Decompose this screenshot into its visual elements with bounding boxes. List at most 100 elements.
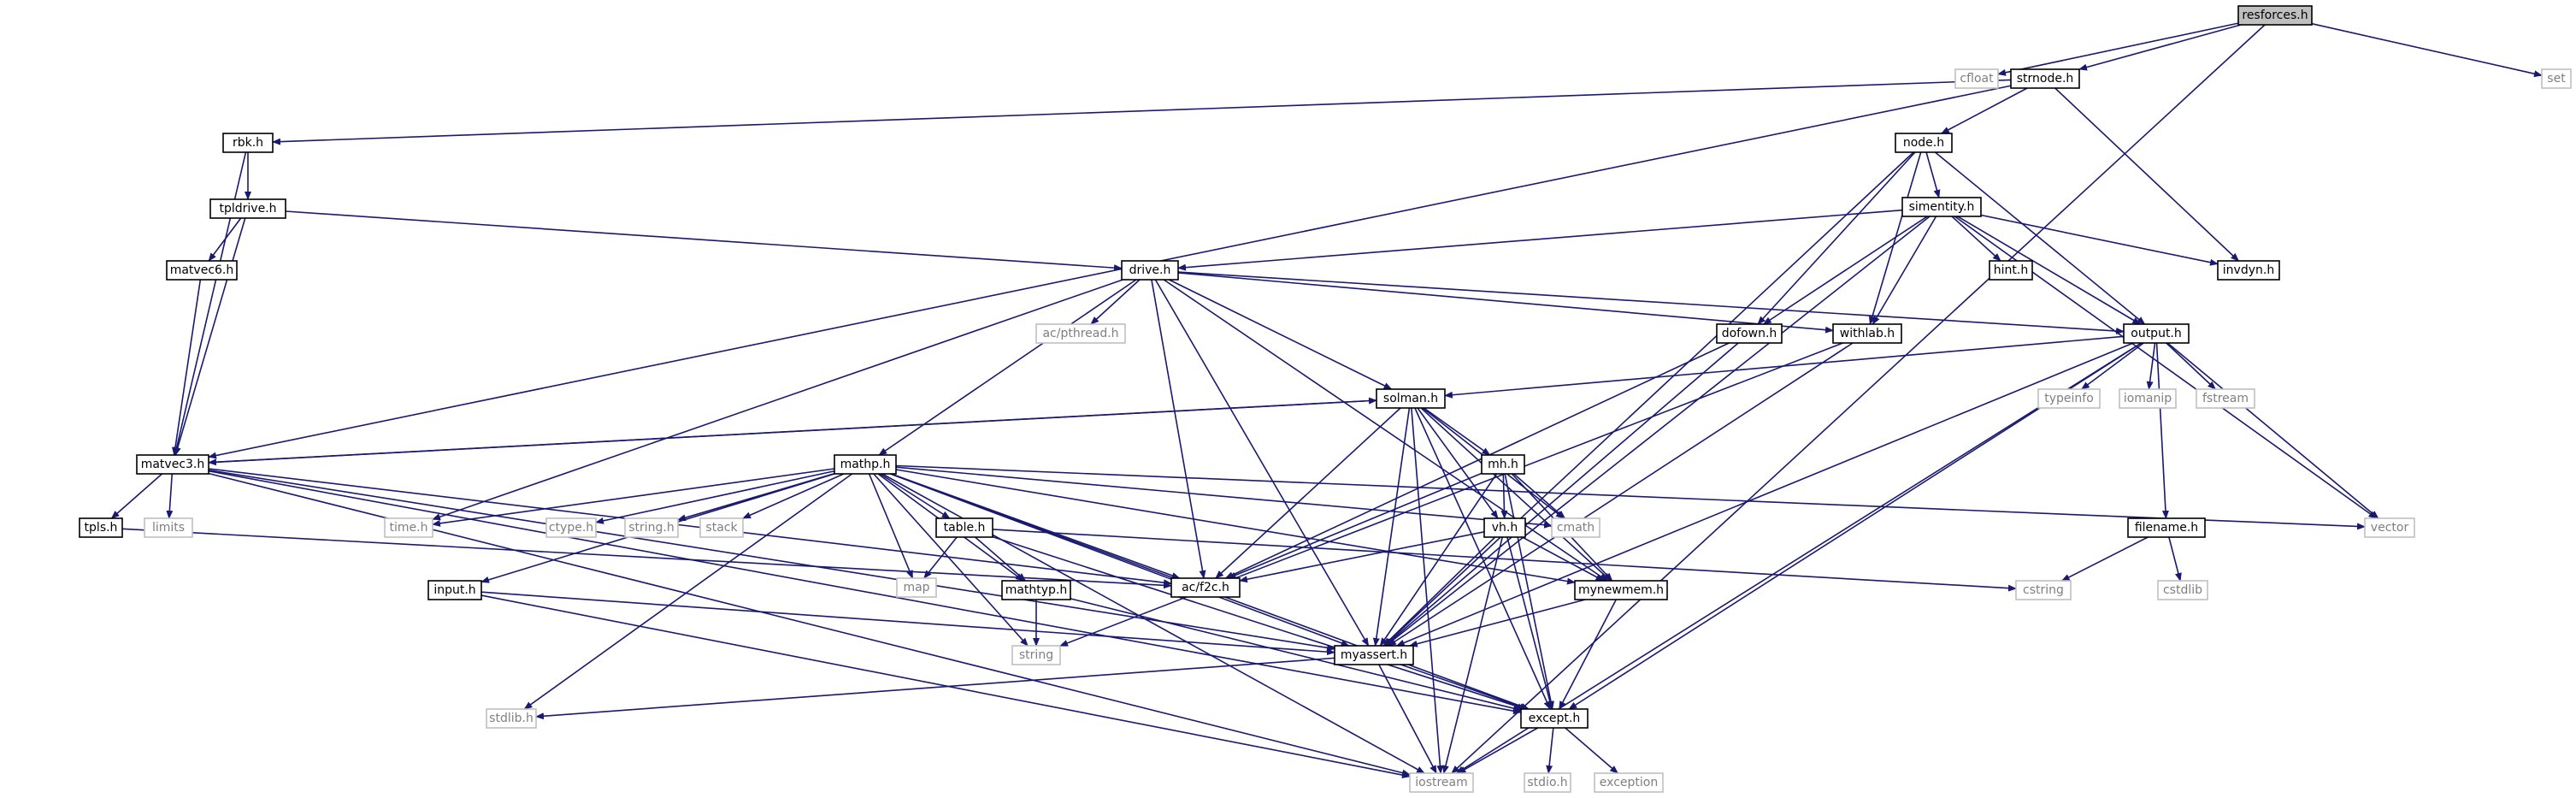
node-stdio[interactable]: stdio.h — [1524, 772, 1571, 793]
node-box — [896, 577, 937, 598]
node-drive[interactable]: drive.h — [1121, 260, 1179, 281]
node-cfloat[interactable]: cfloat — [1954, 68, 1999, 89]
node-cstdlib[interactable]: cstdlib — [2157, 580, 2208, 600]
node-tpldrive[interactable]: tpldrive.h — [209, 198, 286, 219]
edge-resforces-to-strnode — [2078, 24, 2242, 71]
node-timeh[interactable]: time.h — [384, 517, 433, 538]
node-hint[interactable]: hint.h — [1989, 260, 2033, 281]
edge-resforces-to-set — [2311, 22, 2543, 78]
node-inputh[interactable]: input.h — [427, 580, 482, 600]
edge-vh-to-myassert — [1382, 536, 1496, 647]
edge-mh-to-acf2c — [1227, 472, 1483, 579]
node-box — [2217, 260, 2280, 281]
node-stdlib[interactable]: stdlib.h — [486, 708, 537, 729]
edge-tpldrive-to-drive — [285, 210, 1123, 272]
node-box — [1334, 645, 1414, 665]
node-vh[interactable]: vh.h — [1483, 517, 1526, 538]
node-output[interactable]: output.h — [2123, 323, 2190, 344]
node-mh[interactable]: mh.h — [1481, 454, 1525, 475]
edge-mathp-to-acf2c — [891, 473, 1181, 579]
node-stringh[interactable]: string.h — [624, 517, 679, 538]
node-string[interactable]: string — [1011, 645, 1061, 665]
node-iostream[interactable]: iostream — [1409, 772, 1474, 793]
node-withlab[interactable]: withlab.h — [1832, 323, 1902, 344]
edge-table-to-mathtyp — [975, 536, 1027, 582]
node-label: stdlib.h — [489, 712, 533, 725]
edge-mathp-to-vector — [895, 464, 2366, 530]
node-box — [935, 517, 993, 538]
edge-matvec3-to-solman — [208, 397, 1377, 464]
edge-layer — [110, 22, 2543, 778]
edge-drive-to-output — [1177, 271, 2125, 335]
edge-mh-to-vh — [1500, 473, 1508, 519]
node-stack[interactable]: stack — [699, 517, 744, 538]
edge-drive-to-solman — [1169, 279, 1393, 390]
node-box — [2541, 68, 2572, 89]
node-box — [2196, 388, 2255, 409]
node-label: cmath — [1557, 521, 1595, 535]
node-mynewmem[interactable]: mynewmem.h — [1574, 580, 1668, 600]
edge-matvec3-to-except — [208, 470, 1522, 715]
edge-simentity-to-dofown — [1762, 216, 1928, 325]
node-iomanip[interactable]: iomanip — [2119, 388, 2177, 409]
node-label: stack — [705, 521, 738, 535]
node-box — [1895, 133, 1953, 153]
node-mathtyp[interactable]: mathtyp.h — [1001, 580, 1071, 600]
node-invdyn[interactable]: invdyn.h — [2217, 260, 2280, 281]
edge-except-to-stdio — [1546, 727, 1554, 774]
node-acf2c[interactable]: ac/f2c.h — [1170, 577, 1241, 598]
node-ctype[interactable]: ctype.h — [545, 517, 597, 538]
node-except[interactable]: except.h — [1520, 708, 1589, 729]
node-box — [1011, 645, 1061, 665]
node-label: exception — [1600, 776, 1658, 789]
edge-mathp-to-string — [873, 473, 1029, 647]
node-matvec3[interactable]: matvec3.h — [136, 454, 209, 475]
edge-simentity-to-hint — [1951, 216, 2001, 262]
node-label: drive.h — [1129, 263, 1171, 277]
node-box — [2364, 517, 2415, 538]
node-dofown[interactable]: dofown.h — [1716, 323, 1783, 344]
edge-node-to-withlab — [1868, 151, 1922, 325]
node-table[interactable]: table.h — [935, 517, 993, 538]
node-rbk[interactable]: rbk.h — [222, 133, 274, 153]
edge-inputh-to-myassert — [480, 591, 1335, 656]
node-typeinfo[interactable]: typeinfo — [2037, 388, 2101, 409]
node-vector[interactable]: vector — [2364, 517, 2415, 538]
node-tpls[interactable]: tpls.h — [79, 517, 123, 538]
node-limits[interactable]: limits — [144, 517, 193, 538]
node-strnode[interactable]: strnode.h — [2010, 68, 2080, 89]
node-box — [1551, 517, 1600, 538]
node-simentity[interactable]: simentity.h — [1901, 197, 1982, 217]
node-exception[interactable]: exception — [1594, 772, 1664, 793]
node-label: table.h — [944, 521, 986, 535]
edge-mh-to-cmath — [1513, 473, 1566, 519]
node-box — [1954, 68, 1999, 89]
node-label: vector — [2371, 521, 2409, 535]
edge-matvec3-to-limits — [166, 473, 174, 519]
edge-mynewmem-to-except — [1559, 599, 1617, 710]
node-set[interactable]: set — [2541, 68, 2572, 89]
node-map[interactable]: map — [896, 577, 937, 598]
edge-table-to-cstring — [992, 529, 2017, 592]
node-filename[interactable]: filename.h — [2127, 517, 2206, 538]
node-cmath[interactable]: cmath — [1551, 517, 1600, 538]
node-label: tpldrive.h — [219, 202, 276, 216]
node-solman[interactable]: solman.h — [1376, 388, 1446, 409]
node-cstring[interactable]: cstring — [2015, 580, 2072, 600]
node-box — [545, 517, 597, 538]
edge-output-to-solman — [1444, 335, 2125, 399]
node-acpthread[interactable]: ac/pthread.h — [1035, 323, 1126, 344]
node-mathp[interactable]: mathp.h — [834, 454, 897, 475]
node-box — [2010, 68, 2080, 89]
node-myassert[interactable]: myassert.h — [1334, 645, 1414, 665]
edge-simentity-to-drive — [1177, 209, 1903, 271]
edge-drive-to-acpthread — [1090, 279, 1141, 325]
edge-drive-to-mynewmem — [1163, 279, 1608, 582]
node-resforces[interactable]: resforces.h — [2237, 5, 2313, 26]
node-label: time.h — [390, 521, 428, 535]
node-matvec6[interactable]: matvec6.h — [166, 260, 238, 281]
node-box — [209, 198, 286, 219]
edge-mathp-to-mynewmem — [895, 469, 1576, 585]
node-fstream[interactable]: fstream — [2196, 388, 2255, 409]
node-node[interactable]: node.h — [1895, 133, 1953, 153]
